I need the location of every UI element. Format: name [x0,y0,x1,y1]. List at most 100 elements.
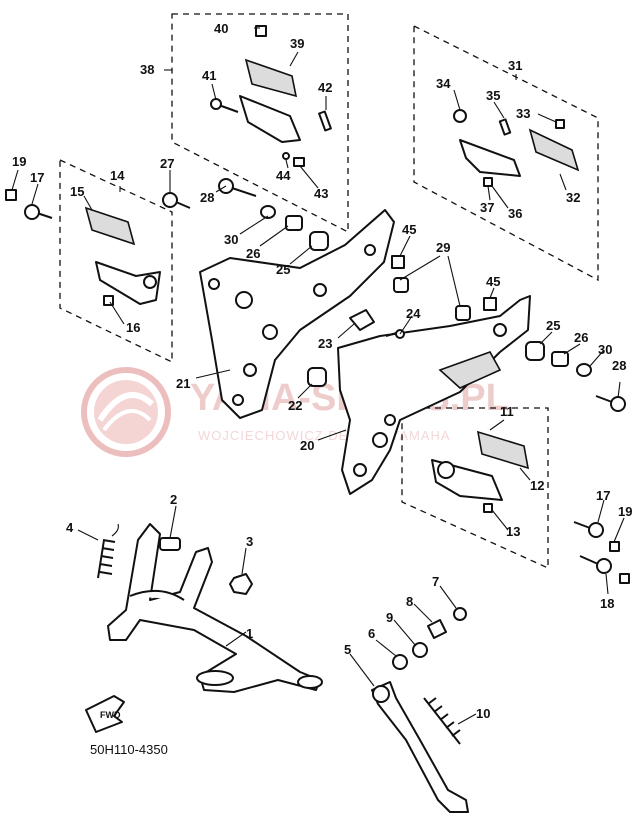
hardware-parts [5,178,630,584]
side-stand [371,681,469,813]
diagram-code: 50H110-4350 [90,742,168,757]
callout-27: 27 [160,156,174,171]
callout-22: 22 [288,398,302,413]
callout-44: 44 [276,168,291,183]
callout-20: 20 [300,438,314,453]
nut-19c [619,573,630,584]
callout-24: 24 [406,306,421,321]
collar-9 [412,642,428,658]
washer-6 [392,654,408,670]
nut-45b [483,297,497,311]
callout-33: 33 [516,106,530,121]
callout-25b: 25 [546,318,560,333]
callout-14: 14 [110,168,125,183]
callout-16: 16 [126,320,140,335]
callout-28b: 28 [612,358,626,373]
callout-8: 8 [406,594,413,609]
group-box-31 [413,24,599,282]
nut-19b [609,541,620,552]
callout-43: 43 [314,186,328,201]
collar-29a [393,277,409,293]
side-stand-spring-10 [423,697,461,745]
callout-34: 34 [436,76,451,91]
callout-4: 4 [66,520,74,535]
nut-45 [391,255,405,269]
callout-36: 36 [508,206,522,221]
callout-10: 10 [476,706,490,721]
callout-2: 2 [170,492,177,507]
callout-19: 19 [12,154,26,169]
collar-29b [455,305,471,321]
callout-15: 15 [70,184,84,199]
right-footrest-bracket [337,295,531,495]
damper-22 [307,367,327,387]
bolt-18 [596,558,612,574]
bracket-23 [349,309,375,331]
fwd-arrow: FWD [85,695,125,733]
callout-9: 9 [386,610,393,625]
callout-6: 6 [368,626,375,641]
callout-5: 5 [344,642,351,657]
damper-25b [525,341,545,361]
fwd-label: FWD [100,710,121,720]
callout-11: 11 [500,404,514,419]
group-box-11 [401,407,549,570]
callout-7: 7 [432,574,439,589]
stand-spring-4 [97,523,119,579]
callout-26b: 26 [574,330,588,345]
bolt-8 [427,619,447,639]
center-stand [107,523,323,693]
callout-37: 37 [480,200,494,215]
washer-30b [576,363,592,377]
footrest-assembly-38 [210,25,332,167]
bolt-28b [610,396,626,412]
callout-numbers: 40 39 38 41 42 44 43 31 34 35 33 32 37 3… [12,21,632,721]
callout-1: 1 [246,626,253,641]
watermark-subtitle: WOJCIECHOWICZ DEALER YAMAHA [198,428,451,443]
callout-32: 32 [566,190,580,205]
callout-17: 17 [30,170,44,185]
callout-45b: 45 [486,274,500,289]
callout-31: 31 [508,58,522,73]
callout-3: 3 [246,534,253,549]
callout-39: 39 [290,36,304,51]
callout-38: 38 [140,62,154,77]
bolt-17b [588,522,604,538]
callout-40: 40 [214,21,228,36]
callout-19b: 19 [618,504,632,519]
collar-26 [285,215,303,231]
callout-30: 30 [224,232,238,247]
watermark-logo [81,367,171,457]
bolt-17 [24,204,40,220]
callout-23: 23 [318,336,332,351]
callout-42: 42 [318,80,332,95]
stand-nut-3 [229,573,253,595]
nut-7 [453,607,467,621]
callout-45: 45 [402,222,416,237]
left-footrest-bracket [199,209,395,419]
callout-17b: 17 [596,488,610,503]
callout-35: 35 [486,88,500,103]
callout-12: 12 [530,478,544,493]
washer-30 [260,205,276,219]
footrest-assembly-11 [431,430,530,513]
callout-13: 13 [506,524,520,539]
leader-lines [11,27,625,725]
stand-bolt-2 [159,537,181,551]
group-box-14 [59,158,173,364]
callout-21: 21 [176,376,190,391]
damper-25 [309,231,329,251]
footrest-assembly-14 [84,206,161,306]
callout-28: 28 [200,190,214,205]
callout-26: 26 [246,246,260,261]
bolt-27 [162,192,178,208]
callout-30b: 30 [598,342,612,357]
callout-25: 25 [276,262,290,277]
callout-29: 29 [436,240,450,255]
footrest-assembly-31 [453,109,580,187]
collar-26b [551,351,569,367]
callout-41: 41 [202,68,216,83]
callout-18: 18 [600,596,614,611]
nut-19 [5,189,17,201]
